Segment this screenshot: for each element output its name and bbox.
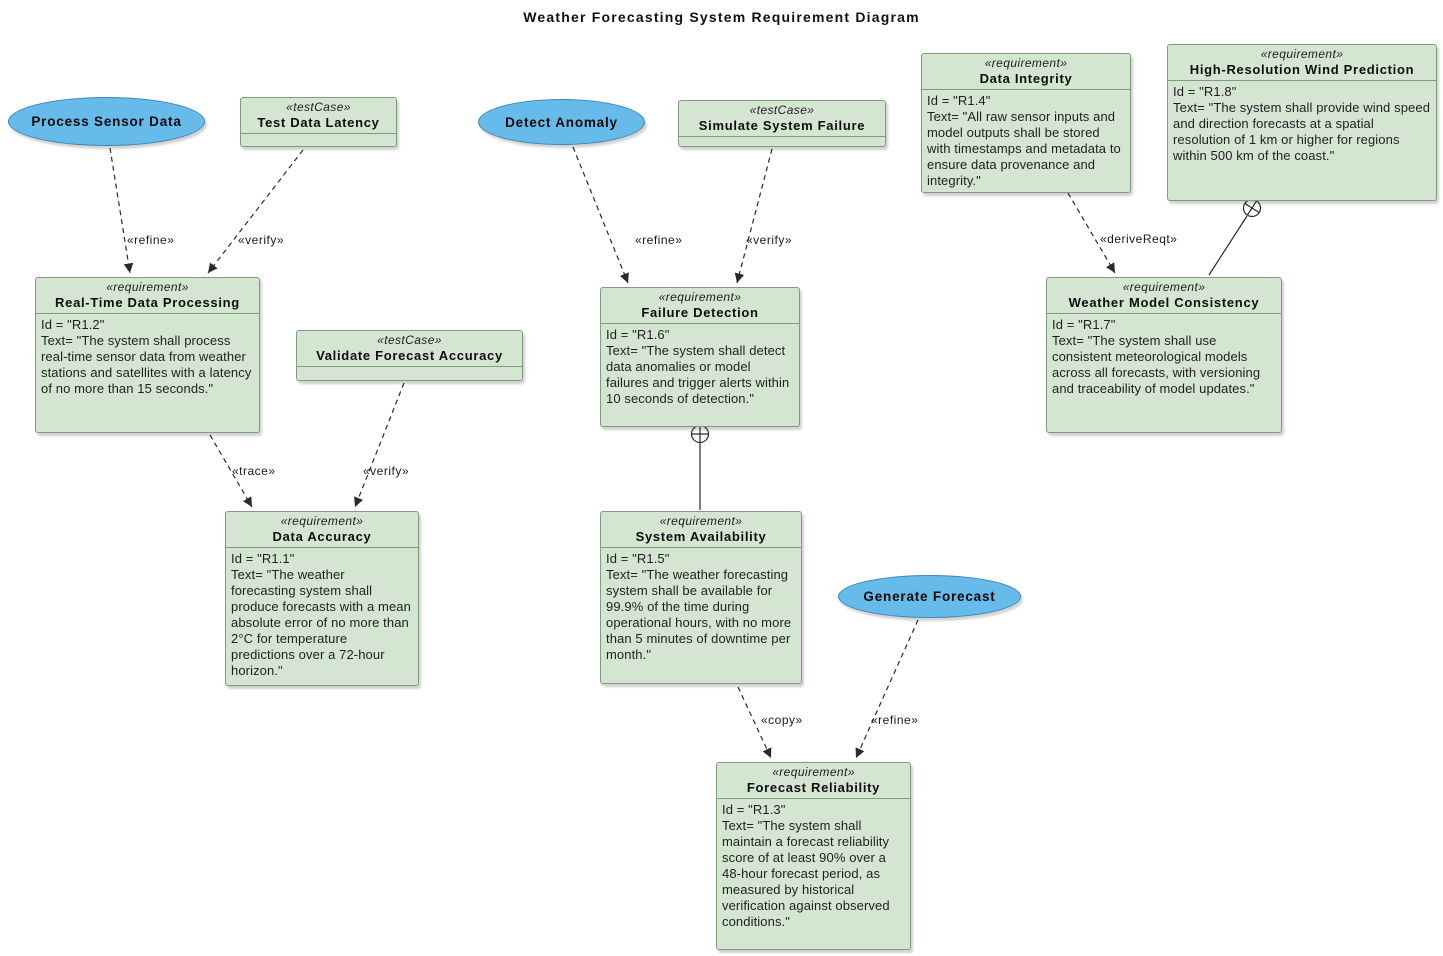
stereotype-label: «testCase»: [286, 100, 351, 114]
stereotype-label: «requirement»: [984, 56, 1068, 70]
stereotype-label: «testCase»: [749, 103, 815, 117]
edge-label-copy-reliability: «copy»: [761, 713, 803, 727]
requirement-text: Text= "All raw sensor inputs and model o…: [927, 109, 1121, 188]
testcase-empty-compartment: [679, 137, 885, 146]
usecase-ellipse-detect-anomaly[interactable]: Detect Anomaly: [478, 99, 645, 145]
requirement-text: Text= "The system shall maintain a forec…: [722, 818, 890, 929]
requirement-text: Text= "The system shall use consistent m…: [1052, 333, 1261, 396]
requirement-text: Text= "The system shall provide wind spe…: [1173, 100, 1431, 163]
edge-verify-latency: [207, 149, 304, 274]
testcase-name: Simulate System Failure: [698, 118, 866, 133]
edge-refine-sensor: [109, 147, 134, 274]
requirement-box-system-availability[interactable]: «requirement» System Availability Id = "…: [600, 511, 802, 684]
containment-circle-failure-detection: [690, 424, 710, 444]
edge-label-derive-reqt: «deriveReqt»: [1100, 232, 1178, 246]
requirement-box-data-integrity[interactable]: «requirement» Data Integrity Id = "R1.4"…: [921, 53, 1131, 193]
requirement-text: Text= "The weather forecasting system sh…: [231, 567, 411, 678]
requirement-text: Text= "The system shall process real-tim…: [41, 333, 252, 396]
testcase-box-simulate-system-failure[interactable]: «testCase» Simulate System Failure: [678, 100, 886, 147]
requirement-name: Forecast Reliability: [746, 780, 881, 795]
edge-refine-forecast: [855, 619, 919, 759]
testcase-box-validate-forecast-accuracy[interactable]: «testCase» Validate Forecast Accuracy: [296, 330, 523, 381]
usecase-label: Process Sensor Data: [31, 114, 182, 129]
usecase-ellipse-process-sensor-data[interactable]: Process Sensor Data: [8, 97, 205, 146]
requirement-id: Id = "R1.1": [231, 551, 295, 566]
requirement-name: Data Integrity: [979, 71, 1073, 86]
requirement-box-high-resolution-wind-prediction[interactable]: «requirement» High-Resolution Wind Predi…: [1167, 44, 1437, 201]
stereotype-label: «requirement»: [280, 514, 364, 528]
stereotype-label: «requirement»: [1122, 280, 1206, 294]
requirement-text: Text= "The system shall detect data anom…: [606, 343, 790, 406]
requirement-box-real-time-data-processing[interactable]: «requirement» Real-Time Data Processing …: [35, 277, 260, 433]
edge-trace-accuracy: [209, 434, 253, 508]
stereotype-label: «requirement»: [772, 765, 855, 779]
requirement-name: System Availability: [635, 529, 767, 544]
requirement-name: Real-Time Data Processing: [55, 295, 240, 310]
usecase-ellipse-generate-forecast[interactable]: Generate Forecast: [838, 575, 1021, 618]
diagram-title: Weather Forecasting System Requirement D…: [523, 9, 920, 25]
edge-label-verify-latency: «verify»: [238, 233, 285, 247]
requirement-text: Text= "The weather forecasting system sh…: [606, 567, 792, 662]
requirement-id: Id = "R1.4": [927, 93, 991, 108]
requirement-id: Id = "R1.8": [1173, 84, 1237, 99]
edge-verify-failure: [734, 148, 773, 284]
testcase-name: Test Data Latency: [257, 115, 380, 130]
edge-refine-anomaly: [572, 146, 629, 284]
edge-containment-wind: [1208, 215, 1248, 276]
requirement-name: Data Accuracy: [272, 529, 372, 544]
requirement-id: Id = "R1.6": [606, 327, 670, 342]
edge-derive-reqt: [1067, 192, 1116, 274]
requirement-id: Id = "R1.3": [722, 802, 786, 817]
requirement-id: Id = "R1.7": [1052, 317, 1116, 332]
stereotype-label: «requirement»: [1260, 47, 1344, 61]
edge-label-refine-forecast: «refine»: [871, 713, 919, 727]
usecase-label: Detect Anomaly: [505, 114, 618, 130]
requirement-id: Id = "R1.2": [41, 317, 105, 332]
requirement-box-forecast-reliability[interactable]: «requirement» Forecast Reliability Id = …: [716, 762, 911, 950]
edge-label-refine-anomaly: «refine»: [635, 233, 683, 247]
edge-label-trace-accuracy: «trace»: [232, 464, 276, 478]
containment-circle-wind-prediction: [1242, 198, 1262, 218]
edge-label-verify-accuracy: «verify»: [363, 464, 410, 478]
edge-label-refine-sensor: «refine»: [127, 233, 175, 247]
testcase-empty-compartment: [297, 367, 522, 376]
requirement-box-weather-model-consistency[interactable]: «requirement» Weather Model Consistency …: [1046, 277, 1282, 433]
testcase-empty-compartment: [241, 134, 396, 143]
requirement-box-data-accuracy[interactable]: «requirement» Data Accuracy Id = "R1.1" …: [225, 511, 419, 686]
usecase-label: Generate Forecast: [863, 589, 996, 604]
edge-copy-reliability: [737, 686, 772, 759]
edge-verify-accuracy: [354, 382, 405, 508]
requirement-name: Weather Model Consistency: [1068, 295, 1260, 310]
requirement-name: Failure Detection: [641, 305, 759, 320]
stereotype-label: «testCase»: [377, 333, 442, 347]
stereotype-label: «requirement»: [106, 280, 189, 294]
requirement-name: High-Resolution Wind Prediction: [1189, 62, 1415, 77]
requirement-box-failure-detection[interactable]: «requirement» Failure Detection Id = "R1…: [600, 287, 800, 427]
testcase-box-test-data-latency[interactable]: «testCase» Test Data Latency: [240, 97, 397, 147]
stereotype-label: «requirement»: [659, 514, 743, 528]
stereotype-label: «requirement»: [658, 290, 742, 304]
edge-label-verify-failure: «verify»: [746, 233, 793, 247]
requirement-id: Id = "R1.5": [606, 551, 670, 566]
testcase-name: Validate Forecast Accuracy: [316, 348, 503, 363]
